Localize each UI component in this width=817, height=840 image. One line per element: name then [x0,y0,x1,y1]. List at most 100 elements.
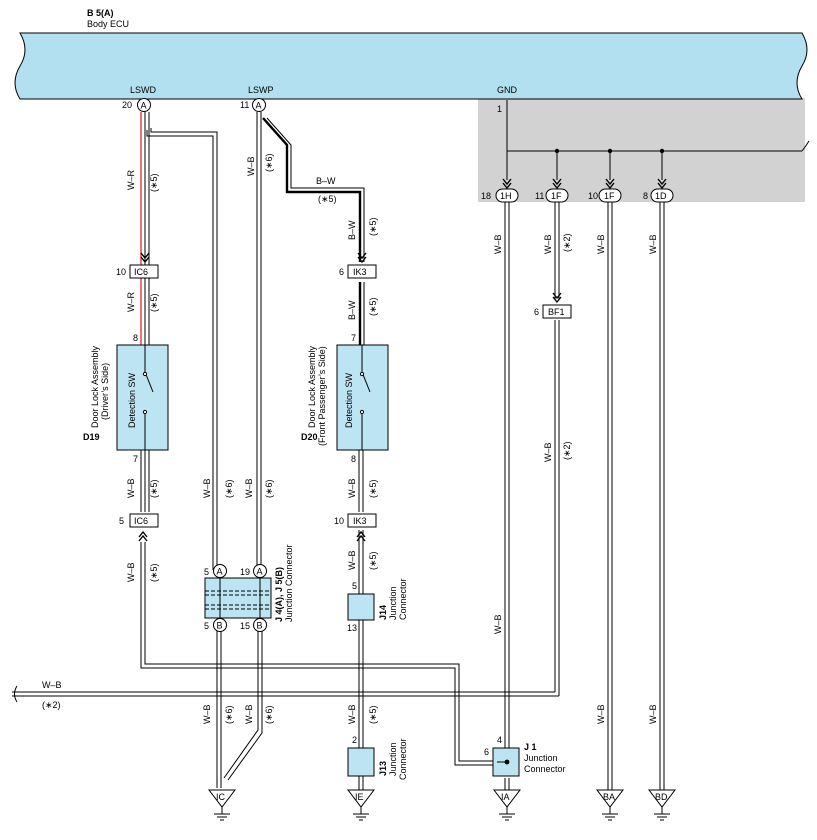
svg-text:(∗5): (∗5) [368,705,378,724]
svg-text:W–B: W–B [493,614,503,634]
svg-text:10: 10 [116,267,126,277]
wire-ik3-to-d20 [358,282,365,345]
conn-1h[interactable]: 1H 18 [481,178,519,203]
svg-text:Junction: Junction [388,742,398,776]
wire-lswp-wb [256,112,262,570]
d19-door-lock-assembly[interactable]: Detection SW 8 7 [116,333,169,464]
wire-lswp-bw [262,117,365,262]
ground-bd[interactable]: BD [648,789,676,821]
svg-text:J14: J14 [378,605,388,620]
d20-pin-bottom: 8 [351,454,356,464]
svg-text:(∗5): (∗5) [149,563,159,582]
svg-text:IK3: IK3 [353,267,367,277]
wire-1h-to-j1 [504,202,510,790]
svg-text:4: 4 [497,735,502,745]
svg-text:(∗5): (∗5) [368,551,378,570]
svg-text:(∗5): (∗5) [368,217,378,236]
svg-text:IC6: IC6 [134,267,148,277]
svg-text:B: B [257,621,263,631]
ground-ie[interactable]: IE [347,789,375,821]
svg-text:W–B: W–B [596,234,606,254]
svg-text:(∗5): (∗5) [318,194,337,204]
svg-text:Junction: Junction [524,753,558,763]
svg-text:15: 15 [240,621,250,631]
svg-text:(∗5): (∗5) [149,479,159,498]
svg-text:IK3: IK3 [353,516,367,526]
wire-j4-to-ground-ic [216,626,263,788]
wire-gnd-internal [506,100,810,180]
svg-text:(∗5): (∗5) [368,297,378,316]
wire-1f-to-bf1 [554,202,560,696]
d20-door-lock-assembly[interactable]: Detection SW 7 8 [336,333,389,464]
wire-d20-bottom [358,450,364,790]
svg-text:D20: D20 [301,432,318,442]
connector-ic6-bottom[interactable]: IC6 5 [119,513,159,542]
svg-text:(Front Passenger’s Side): (Front Passenger’s Side) [317,346,327,446]
conn-1f-a[interactable]: 1F 11 [535,178,569,203]
ground-ic[interactable]: IC [208,789,236,821]
svg-text:(∗2): (∗2) [562,233,572,252]
connector-ik3-bottom[interactable]: IK3 10 [334,513,377,542]
svg-text:BA: BA [603,792,615,802]
svg-text:J 1: J 1 [524,742,537,752]
ground-shade-area [478,98,805,202]
conn-1d[interactable]: 1D 8 [643,178,674,203]
svg-text:8: 8 [643,191,648,201]
wire-lswd-to-j4 [146,128,218,570]
j13-label: J13 Junction Connector [378,738,408,780]
j1-junction-connector[interactable]: 4 6 [484,735,520,777]
ecu-pin-lswp: LSWP [248,85,274,95]
svg-text:1H: 1H [500,191,512,201]
ecu-pin-gnd: GND [497,85,518,95]
wire-labels: W–R (∗5) W–R (∗5) W–B (∗5) W–B (∗5) W–B … [42,153,658,724]
svg-text:6: 6 [534,307,539,317]
svg-text:W–B: W–B [347,550,357,570]
conn-1f-b[interactable]: 1F 10 [588,178,622,203]
svg-text:(∗5): (∗5) [149,293,159,312]
svg-text:(∗6): (∗6) [224,479,234,498]
svg-text:(∗6): (∗6) [264,479,274,498]
svg-text:(∗6): (∗6) [264,705,274,724]
j13-junction-connector[interactable]: 2 [347,735,375,777]
svg-text:W–B: W–B [126,478,136,498]
j14-junction-connector[interactable]: 5 13 [347,581,375,633]
svg-text:(∗2): (∗2) [42,700,61,710]
svg-text:5: 5 [204,567,209,577]
pin-gnd-num: 1 [497,104,502,114]
svg-text:W–B: W–B [202,478,212,498]
pin-lswd[interactable]: A 20 [122,98,151,112]
connector-ic6-top[interactable]: IC6 10 [116,252,159,279]
d19-label: Door Lock Assembly (Driver’s Side) D19 [83,345,110,442]
d20-pin-top: 7 [351,333,356,343]
svg-text:W–B: W–B [648,234,658,254]
svg-text:W–B: W–B [596,704,606,724]
pin-lswp[interactable]: A 11 [240,98,266,112]
ground-ia[interactable]: IA [493,789,521,821]
svg-text:A: A [141,101,147,111]
j4-j5-label: J 4(A), J 5(B) Junction Connector [274,544,294,622]
j4-j5-junction-connector[interactable]: A A B B 5 19 5 15 [204,564,272,632]
wire-d19-bottom [140,450,150,512]
d20-detection-sw-label: Detection SW [344,372,354,428]
svg-text:A: A [217,567,223,577]
svg-text:Junction: Junction [388,586,398,620]
d20-label: Door Lock Assembly (Front Passenger’s Si… [301,345,327,446]
svg-text:5: 5 [119,516,124,526]
svg-text:W–B: W–B [543,442,553,462]
svg-text:W–B: W–B [543,234,553,254]
j14-label: J14 Junction Connector [378,578,408,620]
d19-detection-sw-label: Detection SW [127,372,137,428]
svg-text:11: 11 [240,100,249,110]
svg-text:IC6: IC6 [134,516,148,526]
svg-text:(∗6): (∗6) [224,705,234,724]
svg-text:1F: 1F [551,191,562,201]
svg-text:W–B: W–B [126,562,136,582]
svg-text:W–R: W–R [126,170,136,191]
svg-text:Door Lock Assembly: Door Lock Assembly [307,345,317,428]
connector-ik3-top[interactable]: IK3 6 [339,252,377,279]
svg-text:J 4(A), J 5(B): J 4(A), J 5(B) [274,567,284,622]
ground-ba[interactable]: BA [596,789,624,821]
connector-bf1[interactable]: BF1 6 [534,292,572,319]
svg-text:(∗2): (∗2) [562,441,572,460]
svg-text:W–B: W–B [244,478,254,498]
